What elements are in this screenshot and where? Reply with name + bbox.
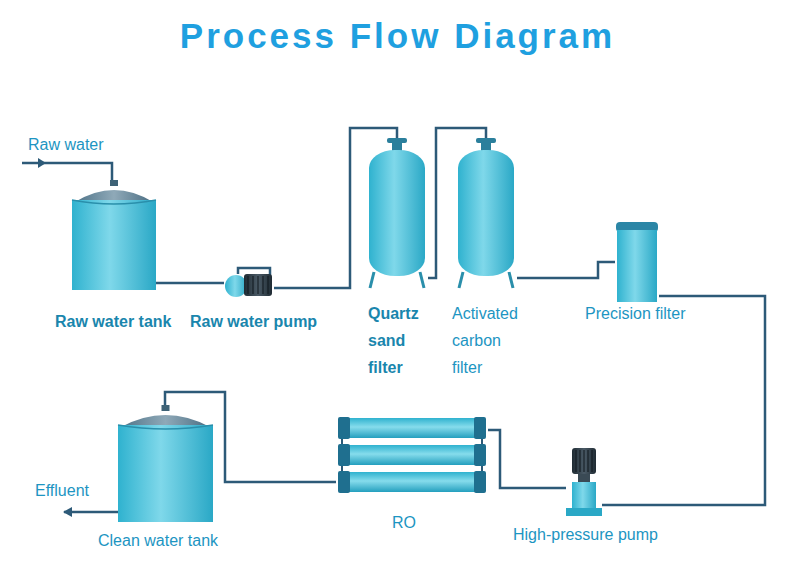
node-label: Activated carbon filter <box>452 300 534 381</box>
inlet-arrowhead <box>38 158 46 168</box>
pipe-connector <box>488 430 566 488</box>
flow-label: Effluent <box>35 482 89 500</box>
pipe-connector <box>602 296 765 505</box>
node-label: Precision filter <box>585 300 685 327</box>
raw-water-tank: Raw water tank <box>72 180 156 290</box>
sand-filter: Quartz sand filter <box>366 138 428 288</box>
sand-filter-shape <box>366 138 428 288</box>
carbon-filter: Activated carbon filter <box>455 138 517 288</box>
raw-water-pump-shape <box>224 266 274 298</box>
clean-water-tank-shape <box>118 405 213 522</box>
ro-membrane: RO <box>336 415 488 495</box>
high-pressure-pump-shape <box>566 448 602 516</box>
flow-label: Raw water <box>28 136 104 154</box>
node-label: RO <box>392 509 416 536</box>
node-label: Raw water tank <box>55 308 171 335</box>
pipe-connector <box>517 262 615 278</box>
precision-filter-shape <box>615 222 659 302</box>
clean-water-tank: Clean water tank <box>118 405 213 522</box>
node-label: Clean water tank <box>98 527 218 554</box>
diagram-title: Process Flow Diagram <box>0 16 795 56</box>
precision-filter: Precision filter <box>615 222 659 302</box>
inlet-pipe <box>22 163 112 183</box>
raw-water-tank-shape <box>72 180 156 290</box>
node-label: Raw water pump <box>190 308 317 335</box>
outlet-arrowhead <box>63 507 72 517</box>
pipe-connector <box>156 282 224 285</box>
raw-water-pump: Raw water pump <box>224 266 274 298</box>
ro-membrane-shape <box>336 415 488 495</box>
outlet-pipe <box>64 511 119 514</box>
node-label: Quartz sand filter <box>368 300 428 381</box>
carbon-filter-shape <box>455 138 517 288</box>
node-label: High-pressure pump <box>513 521 658 548</box>
high-pressure-pump: High-pressure pump <box>566 448 602 516</box>
